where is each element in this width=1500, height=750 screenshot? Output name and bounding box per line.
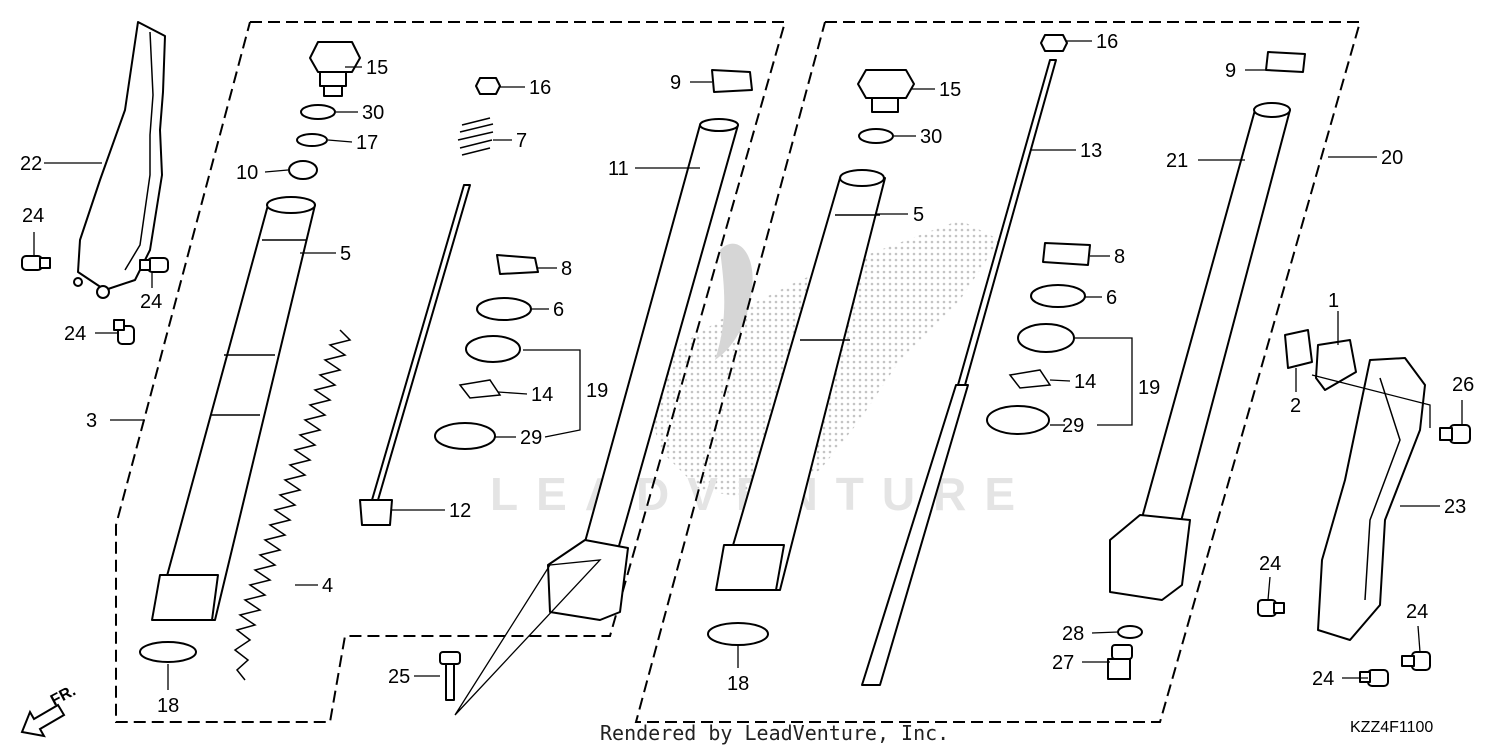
bolt-right-c [1359, 669, 1389, 687]
group-boundaries [115, 21, 1362, 723]
callout-7: 7 [516, 130, 527, 152]
fork-spring [233, 329, 352, 681]
clamp-1 [1315, 339, 1357, 391]
bolt-27 [1107, 644, 1133, 680]
nut-16-right [1040, 34, 1068, 52]
clip-18-left [139, 641, 197, 663]
callout-16: 16 [529, 77, 551, 99]
callout-4: 4 [322, 575, 333, 597]
callout-14: 14 [1074, 371, 1096, 393]
dust-seal-29-right [986, 405, 1050, 435]
washer-28 [1117, 625, 1143, 639]
clip-14-left [458, 379, 502, 399]
diagram-code: KZZ4F1100 [1350, 719, 1433, 736]
washer-6-left [476, 297, 532, 321]
callout-14: 14 [531, 384, 553, 406]
callout-12: 12 [449, 500, 471, 522]
callout-6: 6 [553, 299, 564, 321]
callout-30: 30 [920, 126, 942, 148]
callout-15: 15 [366, 57, 388, 79]
bolt-26 [1439, 424, 1471, 444]
callout-labels: 22 24 24 24 3 15 30 17 10 5 4 18 16 7 12… [20, 31, 1474, 717]
seal-19-right [1017, 323, 1075, 353]
bolt-left-c [113, 319, 135, 345]
callout-24: 24 [1259, 553, 1281, 575]
callout-9: 9 [670, 72, 681, 94]
callout-2: 2 [1290, 395, 1301, 417]
fork-guard-lower [1317, 357, 1426, 641]
clip-18-right [707, 622, 769, 646]
callout-25: 25 [388, 666, 410, 688]
o-ring-30-left [300, 104, 336, 120]
inner-tube-11 [547, 118, 739, 621]
callout-17: 17 [356, 132, 378, 154]
callout-20: 20 [1381, 147, 1403, 169]
bolt-right-b [1401, 651, 1431, 671]
callout-16: 16 [1096, 31, 1118, 53]
callout-5: 5 [913, 204, 924, 226]
clip-14-right [1008, 369, 1052, 389]
front-direction-label: FR. [48, 682, 79, 709]
bushing-8-right [1042, 242, 1091, 266]
bolt-25-leader [454, 559, 602, 716]
callout-26: 26 [1452, 374, 1474, 396]
callout-24: 24 [1406, 601, 1428, 623]
nut-16-left [475, 77, 501, 95]
callout-9: 9 [1225, 60, 1236, 82]
callout-29: 29 [1062, 415, 1084, 437]
bolt-right-a [1257, 599, 1285, 617]
callout-24: 24 [1312, 668, 1334, 690]
leader-lines [33, 40, 1463, 690]
rod-13 [861, 59, 1057, 686]
callout-18: 18 [727, 673, 749, 695]
callout-8: 8 [1114, 246, 1125, 268]
washer-6-right [1030, 284, 1086, 308]
callout-24: 24 [22, 205, 44, 227]
callout-19: 19 [586, 380, 608, 402]
fork-tube-right [715, 169, 886, 591]
callout-24: 24 [64, 323, 86, 345]
callout-6: 6 [1106, 287, 1117, 309]
callout-29: 29 [520, 427, 542, 449]
spring-7 [457, 117, 494, 156]
damper-rod-12 [359, 184, 471, 526]
fork-cap-bolt-right [857, 69, 915, 113]
callout-21: 21 [1166, 150, 1188, 172]
callout-1: 1 [1328, 290, 1339, 312]
callout-18: 18 [157, 695, 179, 717]
callout-15: 15 [939, 79, 961, 101]
callout-5: 5 [340, 243, 351, 265]
inner-tube-21 [1109, 102, 1291, 601]
seal-10 [288, 160, 318, 180]
collar-9-left [711, 69, 753, 93]
callout-19: 19 [1138, 377, 1160, 399]
bolt-left-a [21, 255, 51, 271]
callout-3: 3 [86, 410, 97, 432]
clamp-2 [1284, 329, 1313, 369]
o-ring-30-right [858, 128, 894, 144]
callout-30: 30 [362, 102, 384, 124]
collar-9-right [1265, 51, 1306, 73]
callout-23: 23 [1444, 496, 1466, 518]
callout-11: 11 [608, 158, 629, 180]
callout-8: 8 [561, 258, 572, 280]
fork-tube-left [151, 196, 316, 621]
front-direction-arrow: FR. [20, 682, 79, 738]
bolt-left-b [139, 257, 169, 273]
seal-19-left [465, 335, 521, 363]
callout-27: 27 [1052, 652, 1074, 674]
callout-10: 10 [236, 162, 258, 184]
dust-seal-29-left [434, 422, 496, 450]
callout-24: 24 [140, 291, 162, 313]
bushing-8-left [496, 254, 539, 275]
fork-cap-bolt-left [309, 41, 361, 97]
callout-22: 22 [20, 153, 42, 175]
render-credit: Rendered by LeadVenture, Inc. [600, 721, 949, 745]
callout-13: 13 [1080, 140, 1102, 162]
callout-28: 28 [1062, 623, 1084, 645]
fork-guard-upper [73, 21, 166, 299]
bolt-25 [439, 651, 461, 701]
snap-ring-17 [296, 133, 328, 147]
